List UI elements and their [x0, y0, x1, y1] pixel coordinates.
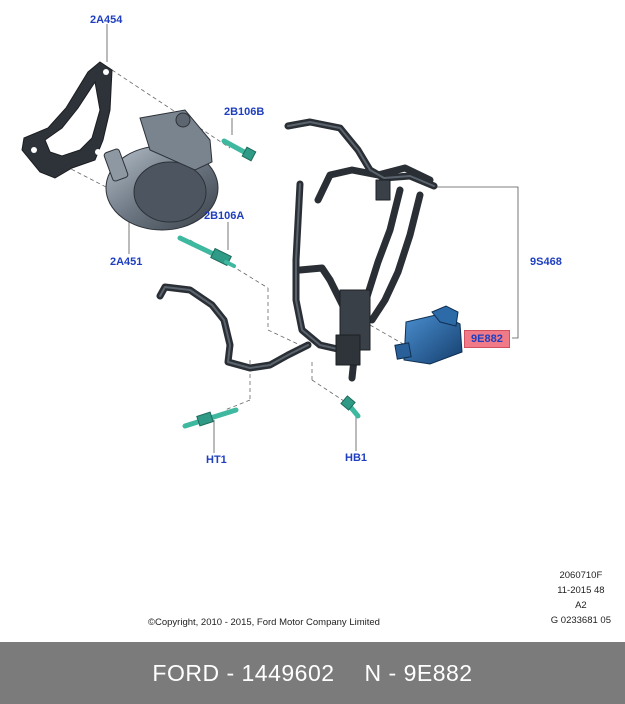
vacuum-solenoid-9E882 [394, 305, 463, 365]
diagram-drawing [21, 24, 519, 453]
stamp-line-1: 2060710F [559, 570, 603, 581]
callout-HT1: HT1 [206, 454, 227, 466]
callout-HB1: HB1 [345, 452, 368, 464]
callout-2A451: 2A451 [110, 256, 143, 268]
footer-reference: N - 9E882 [364, 659, 473, 686]
callout-9E882: 9E882 [464, 330, 510, 348]
vacuum-hose-harness-9S468 [156, 118, 438, 382]
callout-9S468: 9S468 [530, 256, 562, 268]
part-number-footer: FORD - 1449602 N - 9E882 [0, 642, 625, 704]
bolt-HT1 [182, 407, 239, 429]
callout-2A454: 2A454 [90, 14, 123, 26]
bolt-2B106B [221, 138, 257, 162]
bolt-HB1 [340, 395, 361, 419]
callout-2B106A: 2B106A [204, 210, 245, 222]
footer-part-number: FORD - 1449602 [152, 659, 335, 686]
exploded-parts-diagram: 2A454 2B106B 2B106A 2A451 9S468 9E882 HT… [21, 14, 611, 628]
stamp-line-4: G 0233681 05 [550, 615, 611, 626]
copyright-notice: ©Copyright, 2010 - 2015, Ford Motor Comp… [148, 617, 380, 628]
drawing-stamp: 2060710F 11-2015 48 A2 G 0233681 05 [551, 568, 611, 628]
callout-2B106B: 2B106B [224, 106, 265, 118]
vacuum-pump-2A451 [103, 109, 219, 231]
leader-lines [106, 24, 519, 453]
stud-2B106A [177, 235, 236, 268]
gasket-2A454 [21, 61, 113, 179]
stamp-line-3: A2 [575, 600, 587, 611]
stamp-line-2: 11-2015 48 [557, 585, 605, 596]
